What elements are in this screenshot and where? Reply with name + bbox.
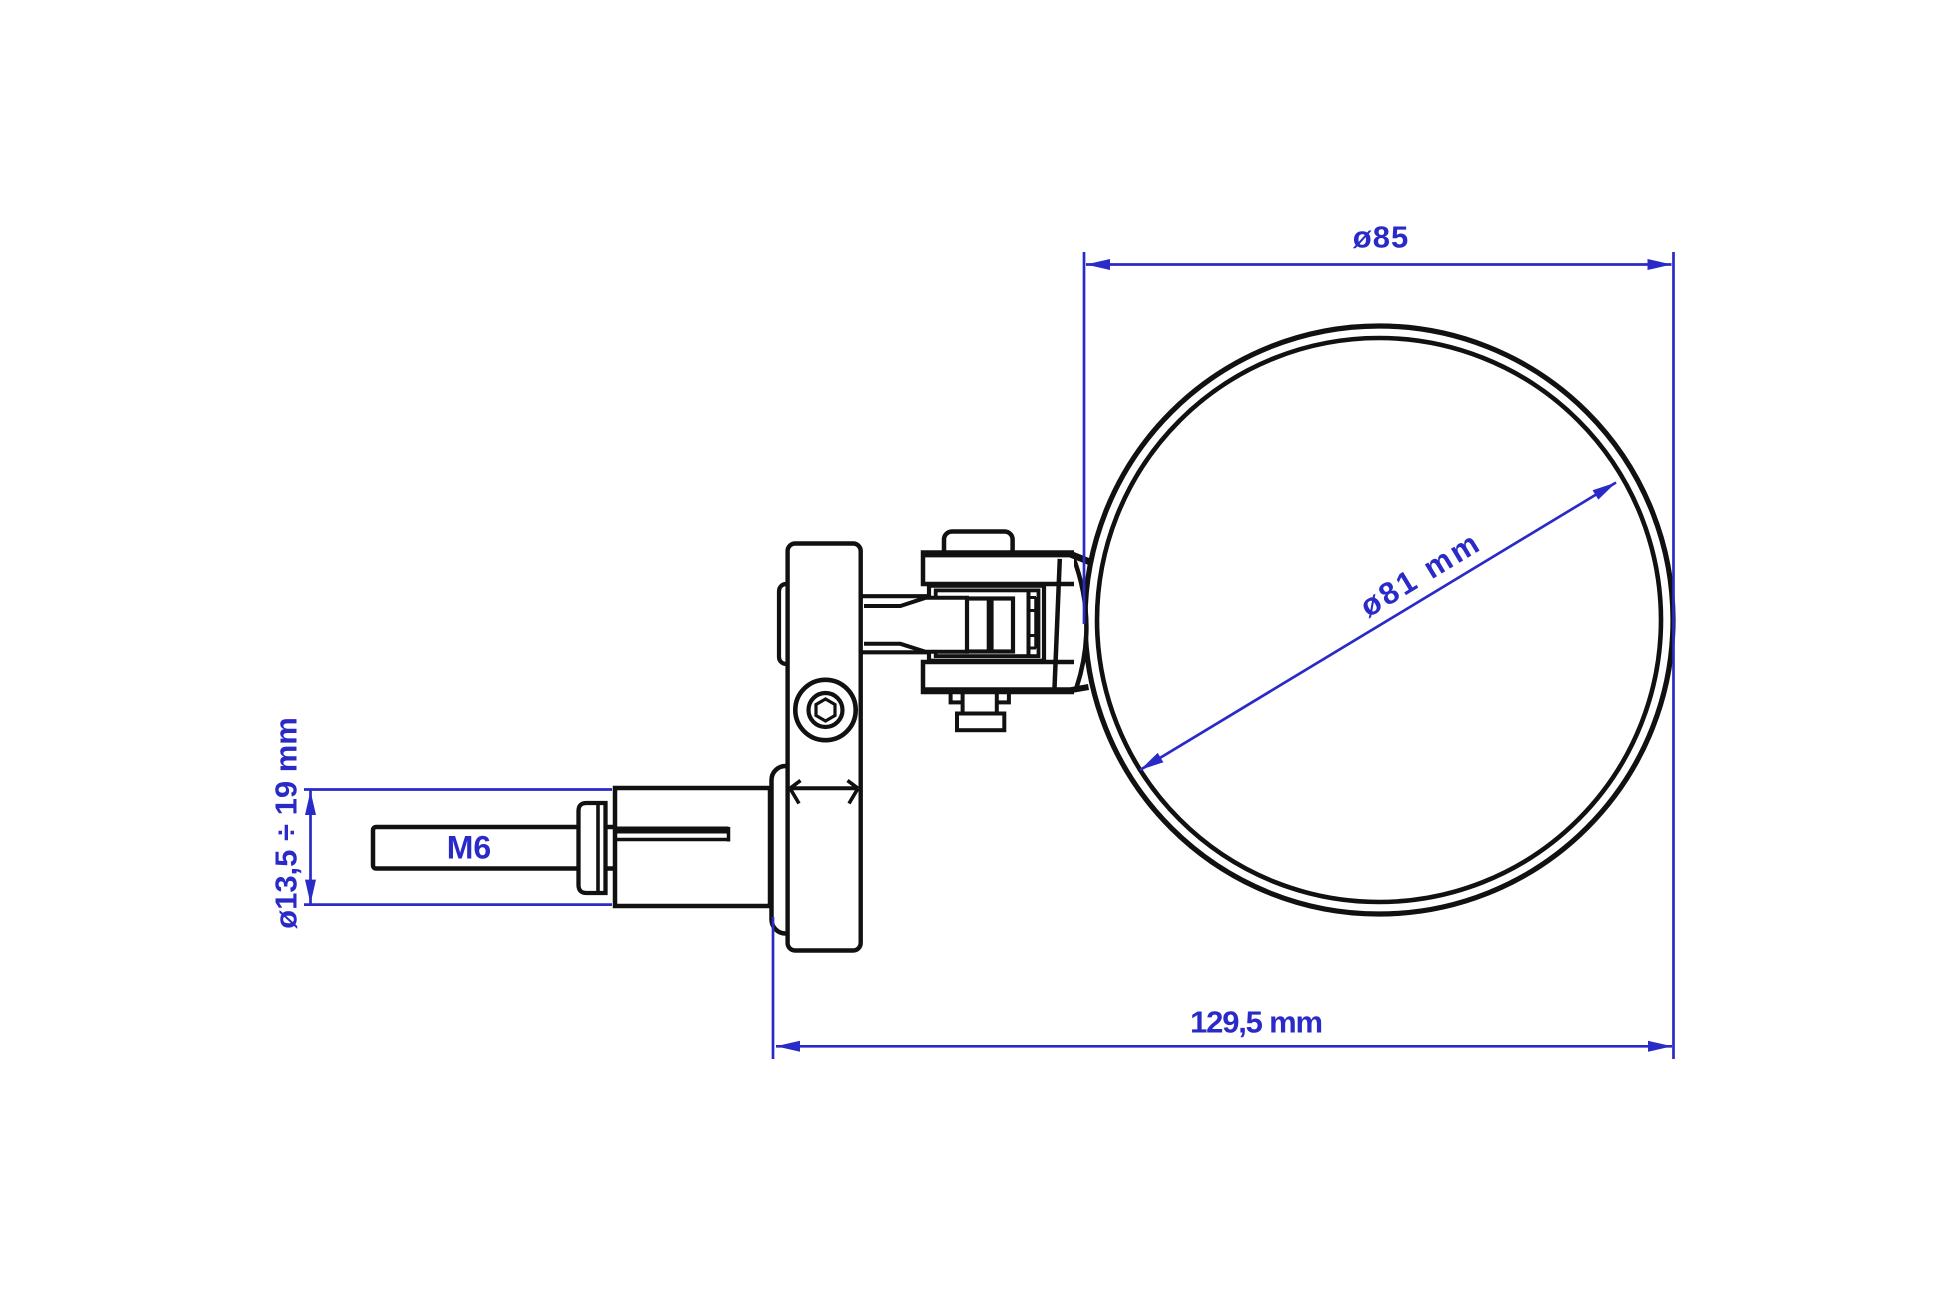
svg-text:129,5 mm: 129,5 mm (1190, 1005, 1322, 1040)
svg-text:M6: M6 (447, 830, 491, 866)
svg-text:ø13,5 ÷ 19 mm: ø13,5 ÷ 19 mm (269, 717, 304, 929)
svg-text:ø85: ø85 (1353, 220, 1409, 255)
